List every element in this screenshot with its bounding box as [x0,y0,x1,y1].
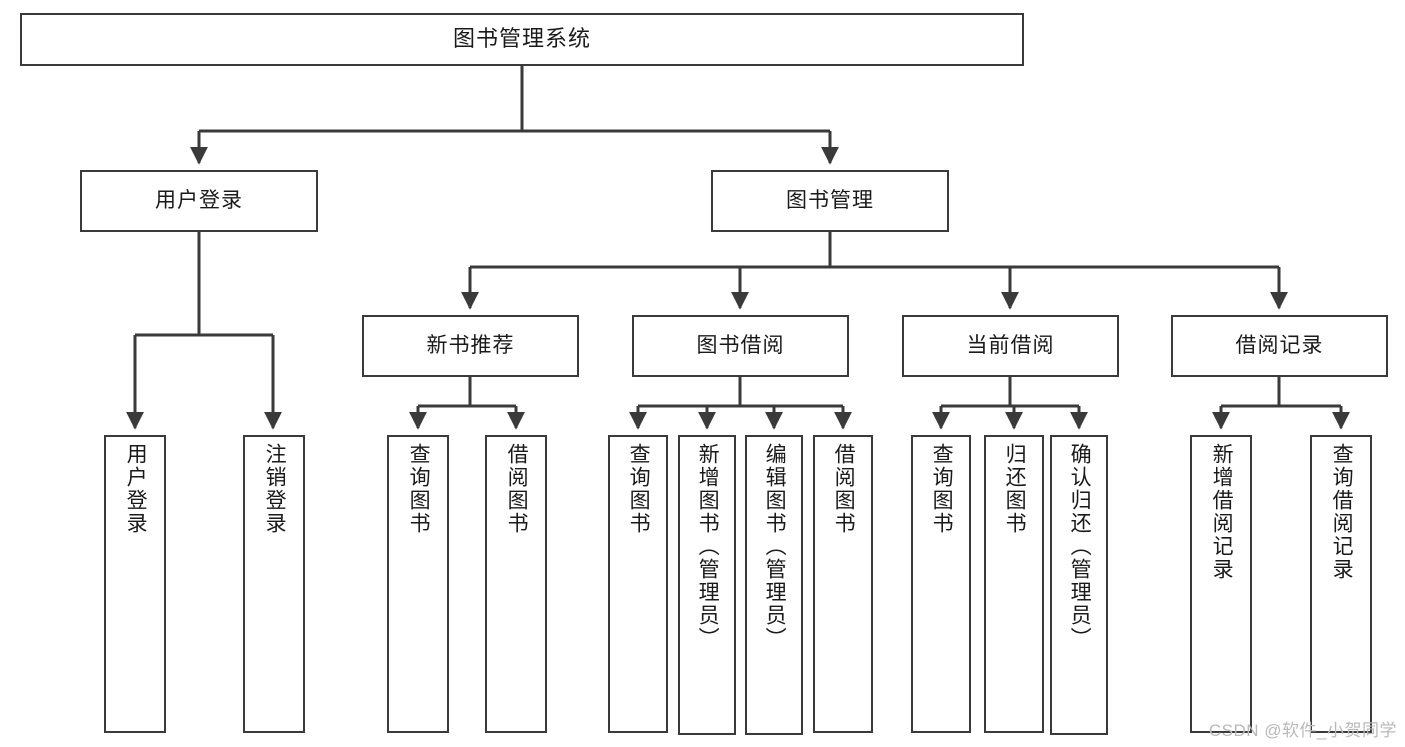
leaf-borrow-book-2[interactable]: 借阅图书 [813,435,873,733]
node-book-borrow[interactable]: 图书借阅 [632,315,849,377]
node-current-borrow-label: 当前借阅 [966,334,1055,358]
node-new-book-rec[interactable]: 新书推荐 [362,315,579,377]
leaf-add-record[interactable]: 新增借阅记录 [1190,435,1252,733]
leaf-confirm-return-label: 确认归还（管理员） [1068,443,1092,650]
node-borrow-record-label: 借阅记录 [1235,334,1324,358]
leaf-query-record-label: 查询借阅记录 [1330,443,1354,581]
node-user-login[interactable]: 用户登录 [80,170,318,232]
leaf-query-book-1-label: 查询图书 [407,443,431,535]
node-root[interactable]: 图书管理系统 [20,13,1024,66]
leaf-return-book[interactable]: 归还图书 [984,435,1044,733]
node-book-manage[interactable]: 图书管理 [711,170,949,232]
node-book-manage-label: 图书管理 [786,189,874,213]
leaf-query-record[interactable]: 查询借阅记录 [1310,435,1372,733]
leaf-borrow-book-1-label: 借阅图书 [505,443,529,535]
leaf-edit-book-label: 编辑图书（管理员） [763,443,787,650]
leaf-query-book-3[interactable]: 查询图书 [911,435,971,733]
leaf-query-book-3-label: 查询图书 [930,443,954,535]
leaf-add-record-label: 新增借阅记录 [1210,443,1234,581]
watermark: CSDN @软件_小贺同学 [1208,721,1397,740]
leaf-add-book-label: 新增图书（管理员） [696,443,720,650]
leaf-return-book-label: 归还图书 [1003,443,1027,535]
leaf-edit-book[interactable]: 编辑图书（管理员） [745,435,803,735]
leaf-query-book-2-label: 查询图书 [627,443,651,535]
node-root-label: 图书管理系统 [452,26,591,52]
leaf-query-book-1[interactable]: 查询图书 [387,435,449,733]
leaf-add-book[interactable]: 新增图书（管理员） [678,435,736,735]
leaf-logout[interactable]: 注销登录 [243,435,305,733]
node-borrow-record[interactable]: 借阅记录 [1171,315,1388,377]
leaf-borrow-book-1[interactable]: 借阅图书 [485,435,547,733]
leaf-logout-label: 注销登录 [263,443,287,535]
leaf-user-login[interactable]: 用户登录 [104,435,166,733]
node-user-login-label: 用户登录 [155,189,243,213]
node-book-borrow-label: 图书借阅 [696,334,785,358]
leaf-user-login-label: 用户登录 [124,443,148,535]
leaf-borrow-book-2-label: 借阅图书 [832,443,856,535]
leaf-confirm-return[interactable]: 确认归还（管理员） [1050,435,1108,735]
node-current-borrow[interactable]: 当前借阅 [902,315,1119,377]
node-new-book-rec-label: 新书推荐 [426,334,515,358]
leaf-query-book-2[interactable]: 查询图书 [608,435,668,733]
